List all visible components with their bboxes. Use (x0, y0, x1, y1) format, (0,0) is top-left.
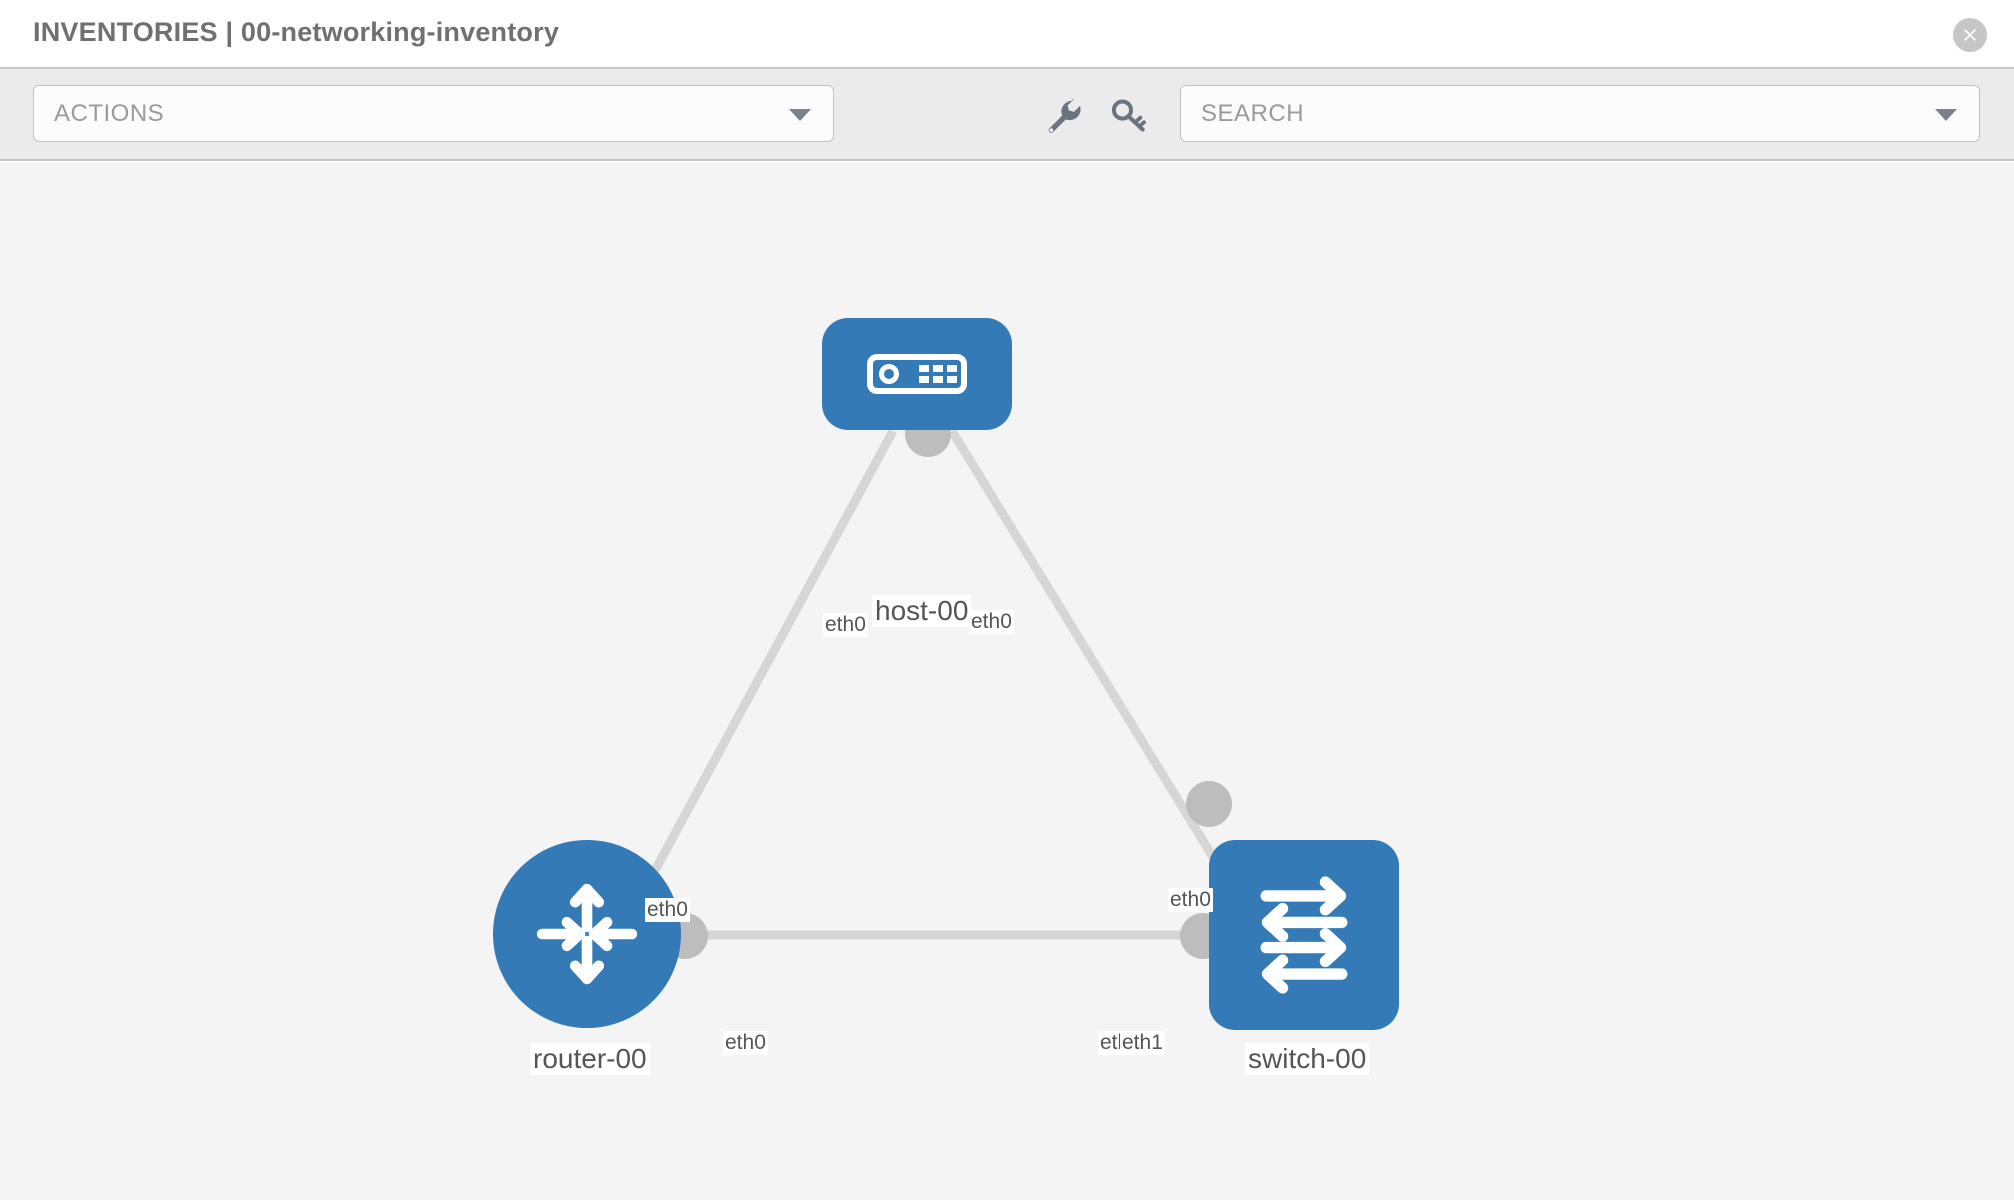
interface-label-router-right: eth0 (723, 1031, 768, 1055)
node-label-switch-00: switch-00 (1245, 1043, 1370, 1075)
wrench-icon[interactable] (1042, 95, 1084, 137)
close-icon[interactable] (1953, 18, 1987, 52)
topology-canvas[interactable]: host-00 router-00 switch-00 eth0 eth0 et… (0, 163, 2014, 1200)
connector-nub-switch-left-upper (1186, 781, 1232, 827)
toolbar: ACTIONS SEARCH (0, 69, 2014, 161)
topology-edges (636, 428, 1236, 940)
interface-label-host-left: eth0 (823, 613, 868, 637)
page-title: INVENTORIES | 00-networking-inventory (33, 17, 560, 47)
page-header: INVENTORIES | 00-networking-inventory (0, 0, 2014, 69)
node-label-router-00: router-00 (530, 1043, 650, 1075)
node-label-host-00: host-00 (872, 595, 972, 627)
server-icon (867, 354, 967, 394)
router-arrows-icon (536, 883, 638, 985)
interface-label-switch-uplink: eth0 (1168, 888, 1213, 912)
node-switch-00[interactable] (1209, 840, 1399, 1030)
chevron-down-icon (1935, 108, 1957, 121)
interface-label-router-uplink: eth0 (645, 898, 690, 922)
chevron-down-icon (789, 108, 811, 121)
node-router-00[interactable] (493, 840, 681, 1028)
interface-label-switch-left-b: eth1 (1120, 1031, 1165, 1055)
search-input[interactable]: SEARCH (1180, 85, 1980, 142)
actions-dropdown-label: ACTIONS (54, 100, 165, 127)
search-input-placeholder: SEARCH (1201, 100, 1305, 127)
node-host-00[interactable] (822, 318, 1012, 430)
actions-dropdown[interactable]: ACTIONS (33, 85, 834, 142)
key-icon[interactable] (1108, 95, 1150, 137)
switch-arrows-icon (1260, 876, 1348, 994)
interface-label-host-right: eth0 (969, 610, 1014, 634)
